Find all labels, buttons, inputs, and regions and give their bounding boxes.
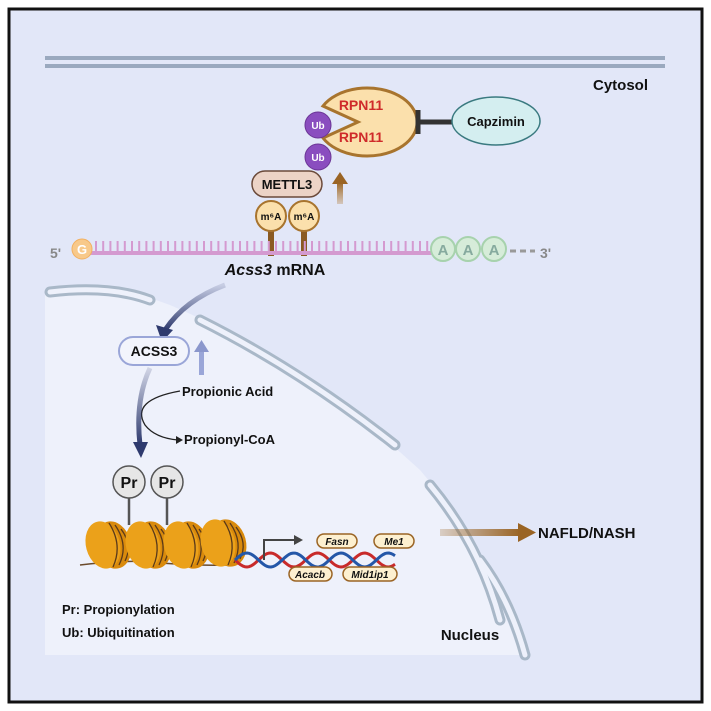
poly-a-2: A	[455, 236, 481, 262]
propionyl-mark-2: Pr	[150, 465, 184, 525]
nucleosome	[85, 521, 132, 569]
svg-text:Ub: Ub	[311, 153, 324, 164]
reaction-arrow	[140, 390, 183, 444]
gene-me1: Me1	[373, 533, 415, 549]
svg-text:METTL3: METTL3	[262, 177, 313, 192]
nucleus-label: Nucleus	[441, 627, 499, 644]
svg-text:ACSS3: ACSS3	[131, 343, 178, 359]
rpn11-top-label: RPN11	[339, 97, 384, 113]
mrna-cap: G	[71, 238, 93, 260]
legend-pr: Pr: Propionylation	[62, 602, 175, 617]
svg-text:A: A	[489, 242, 500, 259]
gene-acacb: Acacb	[288, 566, 333, 582]
svg-text:Pr: Pr	[121, 475, 138, 492]
outcome-arrow	[440, 523, 536, 542]
propionyl-mark-1: Pr	[112, 465, 146, 525]
svg-text:Pr: Pr	[159, 475, 176, 492]
plasma-membrane	[45, 56, 665, 68]
svg-text:m⁶A: m⁶A	[294, 212, 315, 223]
capzimin: Capzimin	[451, 96, 541, 146]
nucleosomes	[85, 519, 247, 569]
svg-text:G: G	[77, 242, 87, 257]
rpn11-bottom-label: RPN11	[339, 129, 384, 145]
induction-arrow	[194, 340, 209, 375]
ubiquitin-2: Ub	[304, 143, 332, 171]
legend-ub: Ub: Ubiquitination	[62, 625, 175, 640]
ubiquitin-1: Ub	[304, 111, 332, 139]
mrna-label: Acss3 mRNA	[224, 262, 326, 279]
degradation-arrow	[332, 172, 348, 204]
gene-fasn: Fasn	[316, 533, 358, 549]
inhibition-arrow	[415, 110, 452, 134]
nucleosome	[163, 521, 210, 569]
translation-arrow	[156, 282, 226, 342]
m6a-1: m⁶A	[255, 200, 287, 256]
poly-a-tail: A A A	[430, 236, 535, 262]
capzimin-label: Capzimin	[467, 114, 525, 129]
propionylation-arrow	[133, 366, 153, 458]
poly-a-3: A	[481, 236, 507, 262]
transcription-start-arrow	[263, 535, 303, 560]
svg-text:Fasn: Fasn	[325, 537, 348, 548]
svg-text:Ub: Ub	[311, 121, 324, 132]
mettl3: METTL3	[251, 170, 323, 198]
svg-text:Acacb: Acacb	[294, 570, 325, 581]
svg-text:A: A	[463, 242, 474, 259]
svg-text:Me1: Me1	[384, 537, 404, 548]
three-prime-label: 3'	[540, 245, 551, 261]
svg-text:Mid1ip1: Mid1ip1	[351, 570, 389, 581]
svg-text:m⁶A: m⁶A	[261, 212, 282, 223]
poly-a-1: A	[430, 236, 456, 262]
propionyl-coa-label: Propionyl-CoA	[184, 432, 276, 447]
five-prime-label: 5'	[50, 245, 61, 261]
outcome-label: NAFLD/NASH	[538, 525, 636, 542]
nucleosome	[125, 521, 172, 569]
cytosol-label: Cytosol	[593, 77, 648, 94]
propionic-acid-label: Propionic Acid	[182, 384, 273, 399]
gene-mid1ip1: Mid1ip1	[342, 566, 398, 582]
acss3: ACSS3	[118, 336, 190, 366]
svg-text:A: A	[438, 242, 449, 259]
mrna-strand	[90, 241, 435, 255]
